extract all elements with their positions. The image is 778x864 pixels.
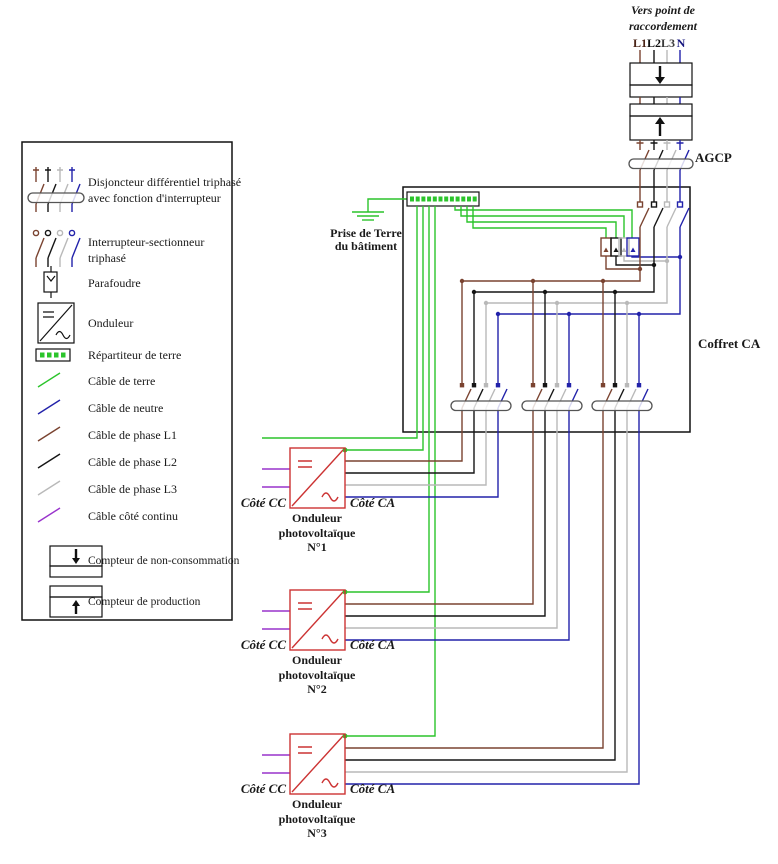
- conductor-label-l1: L1: [633, 36, 647, 50]
- direction-label-line1: Vers point de: [631, 3, 696, 17]
- legend-label-cable-l2: Câble de phase L2: [88, 455, 177, 469]
- legend-label-cable-l1: Câble de phase L1: [88, 428, 177, 442]
- compteur-non-consommation-icon: [49, 545, 103, 578]
- direction-label-line2: raccordement: [629, 19, 698, 33]
- legend-label-interrupteur-1: Interrupteur-sectionneur: [88, 235, 204, 249]
- main-disconnect-switch: [636, 170, 690, 228]
- inverter-3: Côté CC Côté CA Onduleur photovoltaïque …: [241, 733, 395, 840]
- inverter-icon: [289, 733, 346, 795]
- legend-label-cable-l3: Câble de phase L3: [88, 482, 177, 496]
- up-arrow-icon: [655, 117, 665, 124]
- agcp-breaker: AGCP: [628, 140, 732, 171]
- earth-label-line2: du bâtiment: [335, 239, 397, 253]
- legend-label-cable-continu: Câble côté continu: [88, 509, 178, 523]
- inverter1-name-line3: N°1: [307, 540, 326, 554]
- legend-label-disjoncteur-1: Disjoncteur différentiel triphasé: [88, 175, 241, 189]
- legend-label-disjoncteur-2: avec fonction d'interrupteur: [88, 191, 221, 205]
- legend-border: [21, 141, 233, 621]
- phase-bus-bars: [459, 227, 681, 317]
- inverter2-ac-label: Côté CA: [350, 637, 395, 652]
- inverter-1: Côté CC Côté CA Onduleur photovoltaïque …: [241, 447, 395, 554]
- agcp-label: AGCP: [695, 150, 732, 165]
- conductor-label-n: N: [677, 36, 686, 50]
- legend-label-interrupteur-2: triphasé: [88, 251, 126, 265]
- coffret-ca-label: Coffret CA: [698, 336, 761, 351]
- inverter1-name-line2: photovoltaïque: [279, 526, 356, 540]
- conductor-label-l2: L2: [647, 36, 661, 50]
- earth-system: Prise de Terre du bâtiment: [262, 191, 633, 739]
- breaker-bar-3: [591, 400, 653, 412]
- legend: Disjoncteur différentiel triphasé avec f…: [21, 141, 241, 621]
- cable-l3-swatch: [37, 480, 61, 496]
- legend-label-cable-terre: Câble de terre: [88, 374, 155, 388]
- inverter1-ac-label: Côté CA: [350, 495, 395, 510]
- meter-production: [629, 103, 693, 141]
- repartiteur-icon: [35, 348, 71, 362]
- breaker-group-1: [345, 281, 512, 498]
- earth-label-line1: Prise de Terre: [330, 226, 402, 240]
- inverter3-ac-label: Côté CA: [350, 781, 395, 796]
- coffret-ca-box: Coffret CA: [402, 186, 761, 433]
- inverter3-name-line3: N°3: [307, 826, 326, 840]
- cable-l2-swatch: [37, 453, 61, 469]
- surge-arresters: [600, 237, 683, 272]
- legend-label-repartiteur: Répartiteur de terre: [88, 348, 181, 362]
- cable-neutre-swatch: [37, 399, 61, 415]
- ground-symbol-icon: [352, 211, 384, 221]
- disjoncteur-icon: [27, 167, 85, 212]
- inverter3-dc-label: Côté CC: [241, 781, 286, 796]
- cable-terre-swatch: [37, 372, 61, 388]
- agcp-linkage-bar: [628, 158, 694, 170]
- legend-label-cable-neutre: Câble de neutre: [88, 401, 163, 415]
- parafoudre-icon: [43, 266, 58, 298]
- inverter-2: Côté CC Côté CA Onduleur photovoltaïque …: [241, 589, 395, 696]
- onduleur-icon: [37, 302, 75, 344]
- inverter1-name-line1: Onduleur: [292, 511, 343, 525]
- inverter2-name-line2: photovoltaïque: [279, 668, 356, 682]
- compteur-production-icon: [49, 585, 103, 618]
- breaker-bar-2: [521, 400, 583, 412]
- inverter2-name-line1: Onduleur: [292, 653, 343, 667]
- earth-busbar: [406, 191, 480, 207]
- inverter-icon: [289, 589, 346, 651]
- conductor-label-l3: L3: [661, 36, 675, 50]
- cable-l1-swatch: [37, 426, 61, 442]
- inverter2-dc-label: Côté CC: [241, 637, 286, 652]
- legend-label-parafoudre: Parafoudre: [88, 276, 141, 290]
- interrupteur-sectionneur-icon: [32, 229, 81, 267]
- inverter1-dc-label: Côté CC: [241, 495, 286, 510]
- meter-links: [639, 97, 681, 104]
- breaker-bar-1: [450, 400, 512, 412]
- legend-label-onduleur: Onduleur: [88, 316, 133, 330]
- grid-connection-header: Vers point de raccordement L1 L2 L3 N: [629, 3, 698, 63]
- inverter3-name-line1: Onduleur: [292, 797, 343, 811]
- breaker-group-2: [345, 281, 583, 641]
- breaker-group-3: [345, 281, 653, 785]
- legend-label-compteur-nc: Compteur de non-consommation: [88, 555, 240, 567]
- meter-non-consumption: [629, 62, 693, 98]
- inverter3-name-line2: photovoltaïque: [279, 812, 356, 826]
- cable-continu-swatch: [37, 507, 61, 523]
- inverter2-name-line3: N°2: [307, 682, 326, 696]
- inverter-icon: [289, 447, 346, 509]
- legend-label-compteur-prod: Compteur de production: [88, 596, 201, 608]
- down-arrow-icon: [655, 77, 665, 84]
